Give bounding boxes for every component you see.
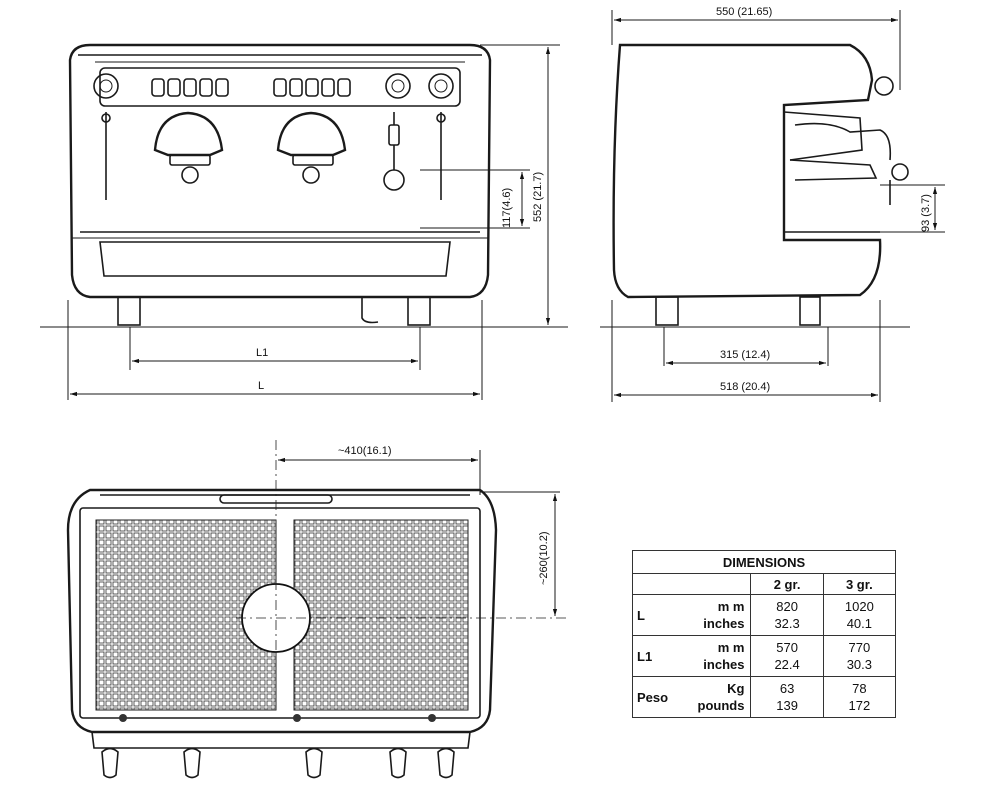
value-cell: 1020 bbox=[844, 599, 874, 614]
side-foot-315-label: 315 (12.4) bbox=[720, 349, 770, 361]
unit-label: m m bbox=[717, 599, 745, 614]
unit-label: inches bbox=[703, 657, 745, 672]
front-l1-label: L1 bbox=[256, 347, 268, 359]
side-width-550-label: 550 (21.65) bbox=[716, 6, 772, 18]
value-cell: 30.3 bbox=[846, 657, 872, 672]
top-view bbox=[66, 440, 570, 779]
unit-label: m m bbox=[717, 640, 745, 655]
row-label: Peso bbox=[631, 676, 689, 718]
side-base-518-label: 518 (20.4) bbox=[720, 381, 770, 393]
side-height-93-label: 93 (3.7) bbox=[920, 194, 932, 232]
front-height-117-label: 117(4.6) bbox=[501, 188, 513, 228]
value-cell: 820 bbox=[776, 599, 798, 614]
column-header-2gr: 2 gr. bbox=[750, 573, 824, 595]
table-row: Peso Kg pounds 63 139 78 172 bbox=[631, 676, 897, 718]
value-cell: 32.3 bbox=[774, 616, 800, 631]
unit-label: Kg bbox=[727, 681, 745, 696]
value-cell: 40.1 bbox=[846, 616, 872, 631]
value-cell: 570 bbox=[776, 640, 798, 655]
unit-label: inches bbox=[703, 616, 745, 631]
dimensions-table-title: DIMENSIONS bbox=[632, 550, 896, 574]
top-width-410-label: ~410(16.1) bbox=[338, 445, 392, 457]
value-cell: 78 bbox=[852, 681, 867, 696]
row-label: L bbox=[631, 594, 689, 636]
dimensions-table: DIMENSIONS 2 gr. 3 gr. L m m inches 820 … bbox=[631, 550, 897, 718]
value-cell: 22.4 bbox=[774, 657, 800, 672]
front-view bbox=[40, 43, 568, 400]
value-cell: 770 bbox=[848, 640, 871, 655]
top-depth-260-label: ~260(10.2) bbox=[538, 531, 550, 585]
side-view bbox=[600, 10, 945, 402]
table-row: L m m inches 820 32.3 1020 40.1 bbox=[631, 594, 897, 636]
value-cell: 172 bbox=[848, 698, 871, 713]
front-l-label: L bbox=[258, 380, 264, 392]
value-cell: 63 bbox=[779, 681, 795, 696]
front-height-552-label: 552 (21.7) bbox=[532, 172, 544, 222]
row-label: L1 bbox=[631, 635, 689, 677]
value-cell: 139 bbox=[776, 698, 798, 713]
unit-label: pounds bbox=[697, 698, 745, 713]
table-row: L1 m m inches 570 22.4 770 30.3 bbox=[631, 635, 897, 677]
column-header-3gr: 3 gr. bbox=[822, 573, 897, 595]
